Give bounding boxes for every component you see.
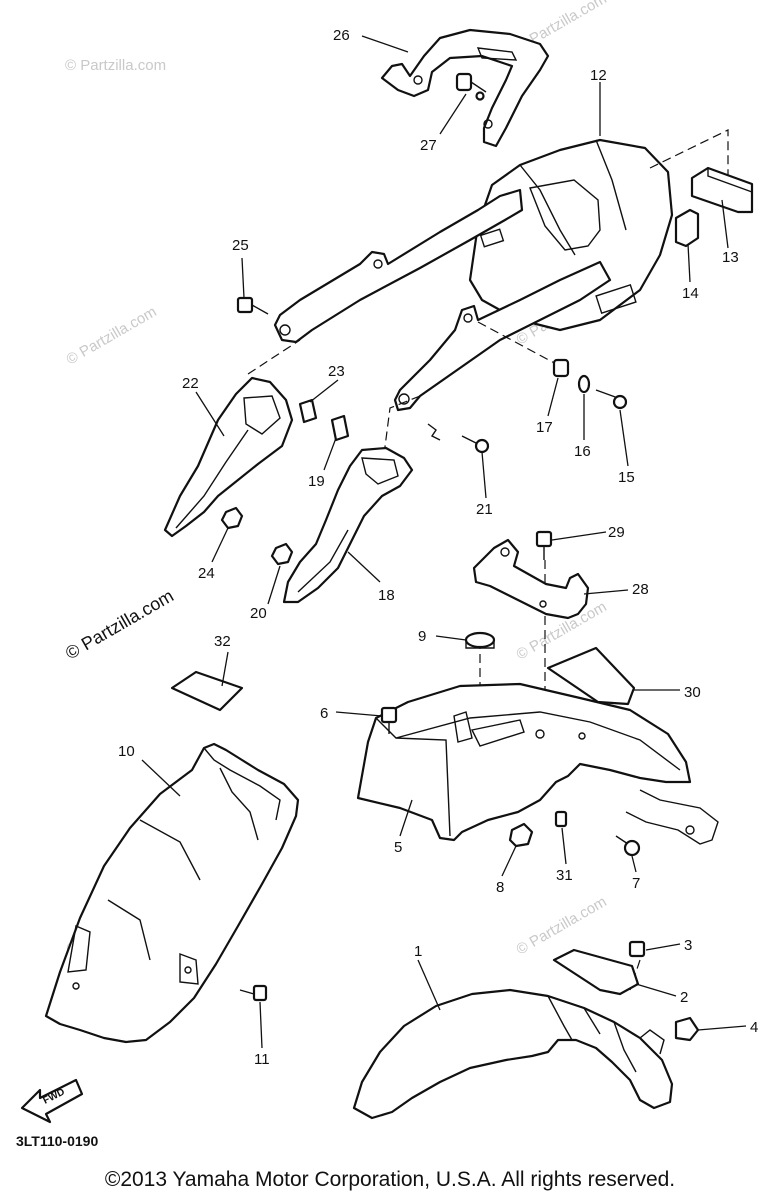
part-15-bolt[interactable]	[595, 389, 628, 410]
part-11-bolt[interactable]	[239, 984, 268, 1002]
part-24-nut[interactable]	[220, 506, 244, 530]
callout-6[interactable]: 6	[320, 705, 328, 722]
watermark: © Partzilla.com	[65, 57, 166, 74]
diagram-code: 3LT110-0190	[16, 1133, 98, 1149]
part-21-bolt[interactable]	[461, 435, 490, 454]
callout-7[interactable]: 7	[632, 875, 640, 892]
callout-27[interactable]: 27	[420, 137, 437, 154]
spring-clip	[427, 423, 441, 441]
part-12-seat-cowl[interactable]	[468, 138, 674, 332]
part-23-grommet[interactable]	[298, 398, 318, 424]
part-4-clip[interactable]	[674, 1016, 700, 1042]
part-6-bolt[interactable]	[380, 706, 398, 734]
callout-22[interactable]: 22	[182, 375, 199, 392]
part-30-pad[interactable]	[546, 646, 636, 706]
part-10-inner-fender[interactable]	[44, 742, 300, 1044]
callout-28[interactable]: 28	[632, 581, 649, 598]
callout-8[interactable]: 8	[496, 879, 504, 896]
callout-29[interactable]: 29	[608, 524, 625, 541]
part-28-bracket[interactable]	[472, 538, 590, 620]
callout-9[interactable]: 9	[418, 628, 426, 645]
part-22-side-cover[interactable]	[163, 376, 294, 538]
fwd-arrow-icon: FWD	[20, 1078, 84, 1124]
part-19-grommet[interactable]	[330, 414, 350, 442]
callout-10[interactable]: 10	[118, 743, 135, 760]
callout-17[interactable]: 17	[536, 419, 553, 436]
part-2-bracket[interactable]	[552, 948, 640, 996]
callout-23[interactable]: 23	[328, 363, 345, 380]
part-27-bolt[interactable]	[455, 72, 487, 101]
callout-16[interactable]: 16	[574, 443, 591, 460]
callout-26[interactable]: 26	[333, 27, 350, 44]
callout-15[interactable]: 15	[618, 469, 635, 486]
part-29-bolt[interactable]	[535, 530, 553, 560]
watermark-main: © Partzilla.com	[62, 585, 177, 663]
callout-30[interactable]: 30	[684, 684, 701, 701]
copyright-notice: ©2013 Yamaha Motor Corporation, U.S.A. A…	[104, 1168, 676, 1191]
part-7-bolt[interactable]	[615, 835, 641, 857]
part-31-clip[interactable]	[554, 810, 568, 828]
part-26-grab-bar[interactable]	[380, 28, 550, 148]
callout-14[interactable]: 14	[682, 285, 699, 302]
part-20-nut[interactable]	[270, 542, 294, 566]
part-17-collar[interactable]	[552, 358, 570, 378]
part-16-washer[interactable]	[577, 374, 591, 394]
callout-19[interactable]: 19	[308, 473, 325, 490]
part-13-damper[interactable]	[690, 166, 754, 214]
callout-24[interactable]: 24	[198, 565, 215, 582]
seat-rail-upper	[273, 188, 524, 344]
part-14-damper[interactable]	[674, 208, 700, 248]
part-1-front-fender[interactable]	[352, 988, 674, 1120]
watermark: © Partzilla.com	[514, 893, 610, 958]
callout-13[interactable]: 13	[722, 249, 739, 266]
part-9-grommet[interactable]	[464, 631, 496, 649]
part-18-side-cover[interactable]	[282, 446, 414, 604]
callouts: 26 27 12 13 14 25 23 22 19 18 24 20 21 1…	[118, 27, 758, 1068]
callout-20[interactable]: 20	[250, 605, 267, 622]
callout-11[interactable]: 11	[254, 1051, 270, 1068]
callout-5[interactable]: 5	[394, 839, 402, 856]
callout-4[interactable]: 4	[750, 1019, 758, 1036]
callout-1[interactable]: 1	[414, 943, 422, 960]
callout-31[interactable]: 31	[556, 867, 573, 884]
callout-21[interactable]: 21	[476, 501, 493, 518]
part-3-bolt[interactable]	[628, 940, 646, 958]
part-25-bolt[interactable]	[236, 296, 269, 315]
callout-25[interactable]: 25	[232, 237, 249, 254]
part-32-label[interactable]	[170, 670, 244, 712]
leader-lines	[141, 35, 747, 1049]
callout-3[interactable]: 3	[684, 937, 692, 954]
watermark: © Partzilla.com	[64, 303, 160, 368]
part-5-rear-fender[interactable]	[356, 682, 719, 845]
part-8-nut[interactable]	[508, 822, 534, 848]
callout-12[interactable]: 12	[590, 67, 607, 84]
callout-2[interactable]: 2	[680, 989, 688, 1006]
callout-32[interactable]: 32	[214, 633, 231, 650]
callout-18[interactable]: 18	[378, 587, 395, 604]
